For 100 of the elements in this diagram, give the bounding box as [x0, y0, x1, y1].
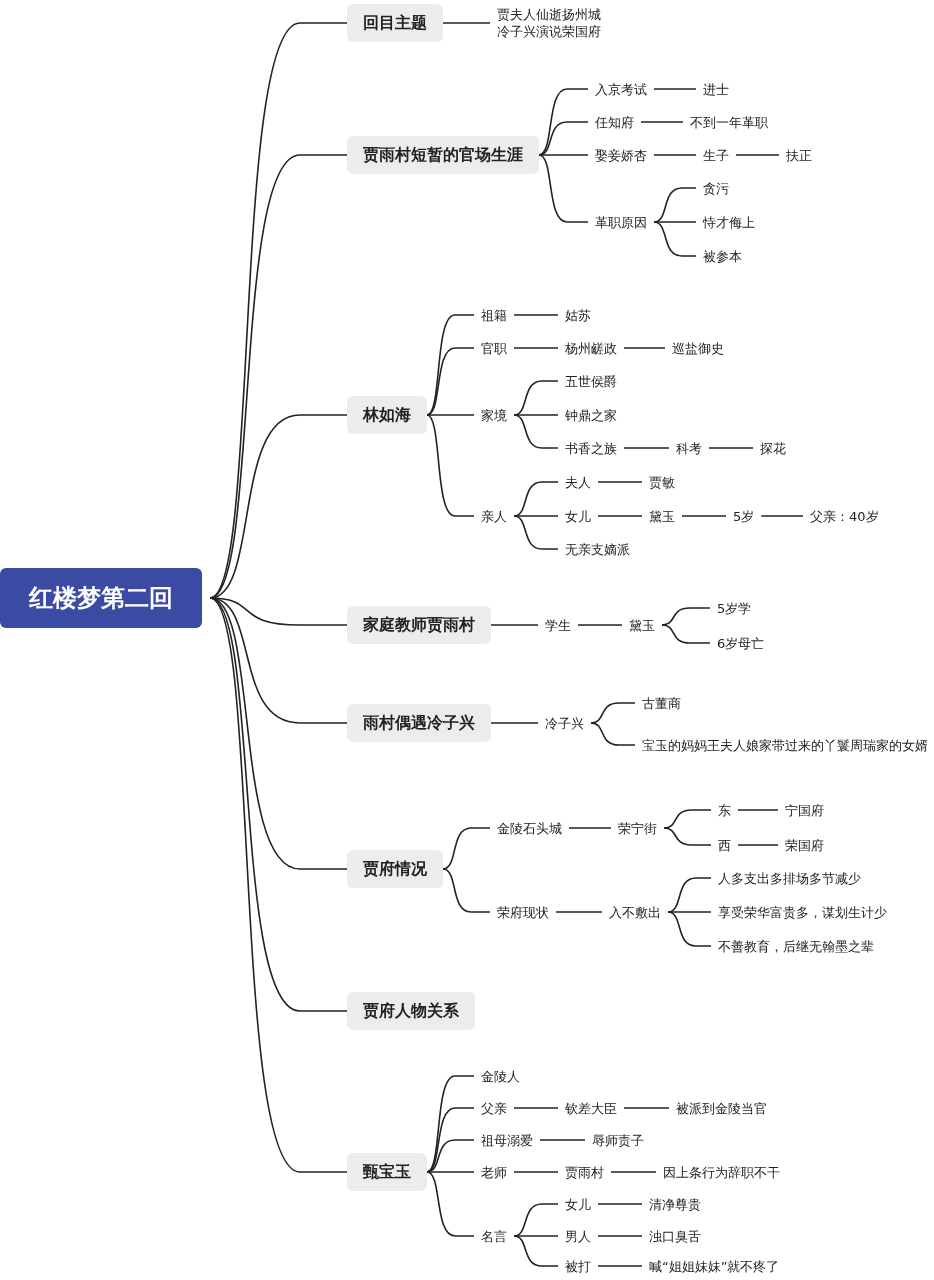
connector-line — [426, 414, 475, 517]
connector-line — [490, 624, 539, 626]
connector-line — [513, 414, 559, 416]
connector-line — [597, 481, 643, 483]
connector-line — [623, 1107, 670, 1109]
subtopic-text: 探花 — [760, 439, 786, 457]
connector-line — [667, 911, 712, 947]
topic-box: 雨村偶遇冷子兴 — [347, 704, 491, 742]
connector-line — [539, 1139, 586, 1141]
subtopic-text: 官职 — [481, 339, 507, 357]
subtopic-text: 杨州鹾政 — [565, 339, 617, 357]
connector-line — [661, 624, 711, 644]
subtopic-text: 亲人 — [481, 507, 507, 525]
topic-box: 回目主题 — [347, 4, 443, 42]
subtopic-text: 荣宁街 — [618, 819, 657, 837]
subtopic-text: 科考 — [676, 439, 702, 457]
subtopic-text: 清净尊贵 — [649, 1195, 701, 1213]
subtopic-text: 古董商 — [642, 694, 681, 712]
connector-line — [708, 447, 754, 449]
subtopic-text: 黛玉 — [629, 616, 655, 634]
connector-line — [760, 515, 804, 517]
topic-box: 贾府情况 — [347, 850, 443, 888]
subtopic-text: 书香之族 — [565, 439, 617, 457]
subtopic-text: 东 — [718, 801, 731, 819]
subtopic-text: 娶妾娇杏 — [595, 146, 647, 164]
connector-line — [735, 154, 780, 156]
subtopic-text: 宝玉的妈妈王夫人娘家带过来的丫鬟周瑞家的女婿 — [642, 736, 930, 754]
connector-line — [490, 722, 539, 724]
connector-line — [577, 624, 623, 626]
subtopic-text: 6岁母亡 — [717, 634, 765, 652]
connector-line — [653, 88, 697, 90]
connector-line — [681, 515, 727, 517]
subtopic-text: 贾夫人仙逝扬州城冷子兴演说荣国府 — [497, 6, 605, 40]
subtopic-text: 五世侯爵 — [565, 372, 617, 390]
connector-line — [597, 1203, 643, 1205]
connector-line — [597, 515, 643, 517]
connector-line — [442, 827, 491, 870]
subtopic-text: 老师 — [481, 1163, 507, 1181]
subtopic-text: 西 — [718, 836, 731, 854]
subtopic-text: 贪污 — [703, 179, 729, 197]
subtopic-text: 家境 — [481, 406, 507, 424]
connector-line — [640, 121, 684, 123]
subtopic-text: 进士 — [703, 80, 729, 98]
connector-line — [513, 1235, 559, 1267]
subtopic-text: 金陵石头城 — [497, 819, 562, 837]
subtopic-text: 名言 — [481, 1227, 507, 1245]
subtopic-text: 不善教育，后继无翰墨之辈 — [718, 937, 874, 955]
connector-line — [513, 414, 559, 449]
subtopic-text: 钦差大臣 — [565, 1099, 617, 1117]
subtopic-text: 夫人 — [565, 473, 591, 491]
subtopic-text: 祖母溺爱 — [481, 1131, 533, 1149]
connector-line — [667, 911, 712, 913]
connector-line — [653, 221, 697, 223]
subtopic-text: 5岁 — [733, 507, 755, 525]
connector-line — [663, 827, 712, 846]
subtopic-text: 不到一年革职 — [690, 113, 768, 131]
subtopic-text: 女儿 — [565, 1195, 591, 1213]
connector-line — [653, 221, 697, 257]
topic-box: 贾府人物关系 — [347, 992, 475, 1030]
subtopic-text: 女儿 — [565, 507, 591, 525]
connector-line — [663, 809, 712, 829]
subtopic-text: 黛玉 — [649, 507, 675, 525]
connector-line — [513, 515, 559, 550]
subtopic-text: 宁国府 — [785, 801, 824, 819]
subtopic-text: 入不敷出 — [609, 903, 661, 921]
connector-line — [538, 88, 589, 156]
subtopic-text: 被参本 — [703, 247, 742, 265]
topic-box: 家庭教师贾雨村 — [347, 606, 491, 644]
connector-line — [426, 347, 475, 416]
subtopic-text: 浊口臭舌 — [649, 1227, 701, 1245]
subtopic-text: 男人 — [565, 1227, 591, 1245]
subtopic-text: 任知府 — [595, 113, 634, 131]
subtopic-text: 因上条行为辞职不干 — [663, 1163, 780, 1181]
subtopic-text: 巡盐御史 — [672, 339, 724, 357]
connector-line — [209, 597, 348, 1173]
connector-line — [623, 347, 666, 349]
subtopic-text: 被派到金陵当官 — [676, 1099, 767, 1117]
subtopic-text: 5岁学 — [717, 599, 752, 617]
subtopic-text: 人多支出多排场多节减少 — [718, 869, 861, 887]
subtopic-text: 荣国府 — [785, 836, 824, 854]
connector-line — [737, 844, 779, 846]
connector-line — [597, 1265, 643, 1267]
subtopic-text: 扶正 — [786, 146, 812, 164]
topic-box: 林如海 — [347, 396, 427, 434]
connector-line — [653, 154, 697, 156]
subtopic-text: 恃才侮上 — [703, 213, 755, 231]
subtopic-text: 学生 — [545, 616, 571, 634]
subtopic-text: 无亲支嫡派 — [565, 540, 630, 558]
connector-line — [513, 347, 559, 349]
topic-box: 甄宝玉 — [347, 1153, 427, 1191]
topic-box: 贾雨村短暂的官场生涯 — [347, 136, 539, 174]
connector-line — [513, 1107, 559, 1109]
connector-line — [661, 607, 711, 626]
subtopic-text: 钟鼎之家 — [565, 406, 617, 424]
subtopic-text: 喊“姐姐妹妹”就不疼了 — [649, 1257, 780, 1275]
connector-line — [597, 1235, 643, 1237]
subtopic-text: 金陵人 — [481, 1067, 520, 1085]
connector-line — [426, 414, 475, 416]
connector-line — [426, 1171, 475, 1237]
subtopic-text: 父亲 — [481, 1099, 507, 1117]
